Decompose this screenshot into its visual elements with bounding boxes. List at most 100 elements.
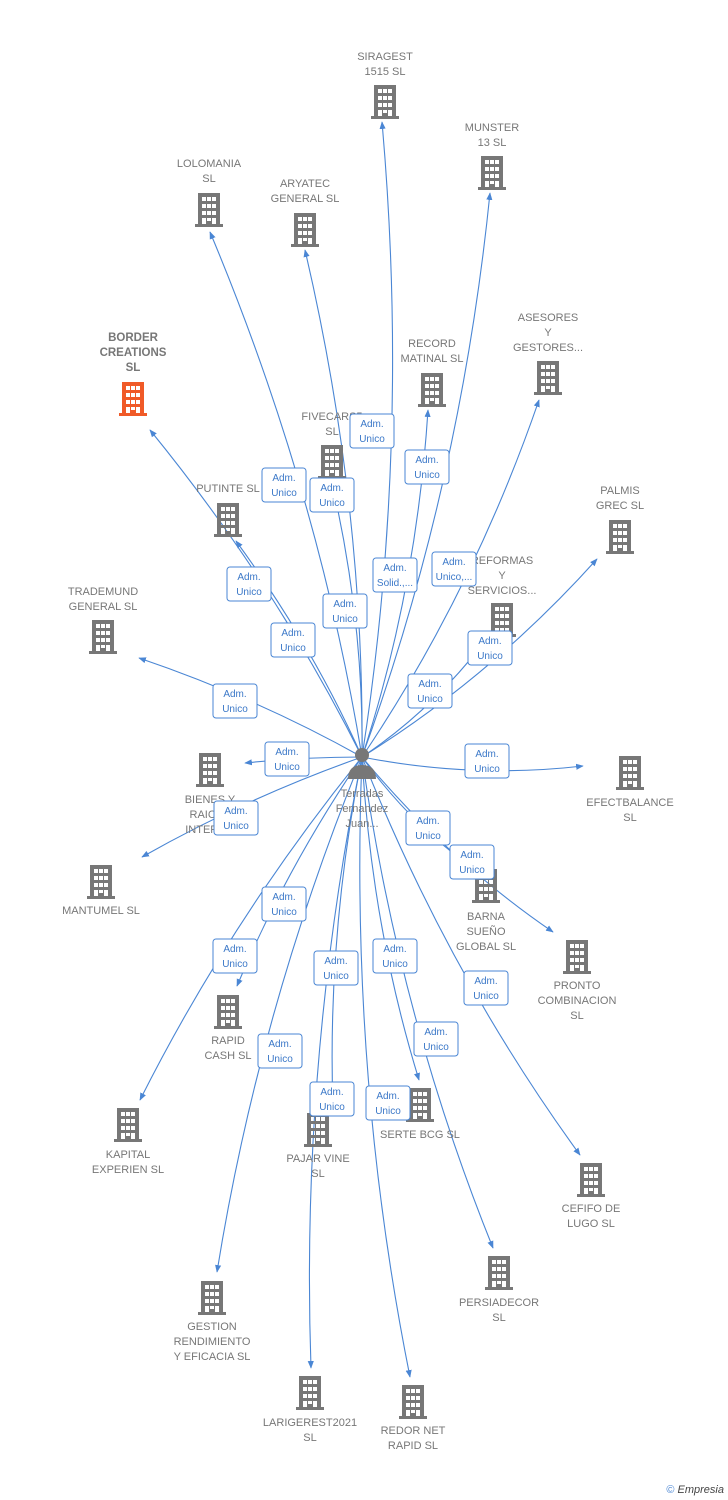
edge-label-serte[interactable]: Adm.Unico <box>372 938 418 974</box>
company-label: TRADEMUND <box>68 586 138 598</box>
edge-label-barna[interactable]: Adm. Unico <box>405 810 451 846</box>
edge-label-box <box>407 673 453 709</box>
edge-label-cefifo[interactable]: Adm.Unico <box>463 970 509 1006</box>
edge-label-text: Adm. <box>376 1091 399 1102</box>
company-label: SERTE BCG SL <box>380 1129 460 1141</box>
edge-label-lolomania[interactable]: Adm.Unico <box>261 467 307 503</box>
edge-label-putinte[interactable]: Adm.Unico <box>270 622 316 658</box>
building-icon <box>616 756 644 790</box>
edge-label-text: Unico <box>323 971 349 982</box>
edge-label-text: Unico <box>280 643 306 654</box>
brand-logo[interactable]: Empresia <box>677 1484 724 1496</box>
edge-label-fivecars[interactable]: Adm.Unico <box>309 477 355 513</box>
edge-label-text: Solid.,... <box>377 578 413 589</box>
edge-label-palmis[interactable]: Adm.Unico <box>407 673 453 709</box>
edge-label-persiadecor[interactable]: Adm.Unico <box>413 1021 459 1057</box>
edge-label-gestion[interactable]: Adm.Unico <box>257 1033 303 1069</box>
building-icon <box>291 213 319 247</box>
company-label: GLOBAL SL <box>456 941 516 953</box>
edge-label-bienes[interactable]: Adm.Unico <box>264 741 310 777</box>
company-label: GESTORES... <box>513 342 583 354</box>
building-icon <box>195 193 223 227</box>
edge-label-text: Unico <box>415 831 441 842</box>
edge-label-kapital[interactable]: Adm.Unico <box>212 938 258 974</box>
edge-label-text: Unico <box>319 1102 345 1113</box>
company-node-trademund[interactable]: TRADEMUND GENERAL SL <box>68 586 138 654</box>
company-node-asesores[interactable]: ASESORESYGESTORES... <box>513 312 583 395</box>
edge-label-text: Adm. <box>475 749 498 760</box>
edge-label-box <box>413 1021 459 1057</box>
edge-label-mantumel[interactable]: Adm.Unico <box>213 800 259 836</box>
edge-label-asesores[interactable]: Adm.Unico,... <box>431 551 477 587</box>
edge-label-box <box>226 566 272 602</box>
edge-label-siragest[interactable]: Adm.Unico <box>349 413 395 449</box>
edge-label-rapid[interactable]: Adm.Unico <box>261 886 307 922</box>
edge-label-text: Adm. <box>416 816 439 827</box>
edge-label-box <box>264 741 310 777</box>
edge-line-redor <box>359 756 412 1378</box>
company-node-serte[interactable]: SERTE BCG SL <box>380 1088 460 1141</box>
edge-label-aryatec[interactable]: Adm.Unico <box>322 593 368 629</box>
edge-label-pajar[interactable]: Adm.Unico <box>313 950 359 986</box>
edge-label-border[interactable]: Adm.Unico <box>226 566 272 602</box>
building-icon <box>418 373 446 407</box>
building-icon <box>196 753 224 787</box>
copyright-icon: © <box>666 1484 675 1496</box>
edge-label-pronto[interactable]: Adm.Unico <box>449 844 495 880</box>
edge-label-box <box>261 886 307 922</box>
edge-label-larigerest[interactable]: Adm. Unico <box>309 1081 355 1117</box>
company-label: GENERAL SL <box>69 601 138 613</box>
edge-label-munster[interactable]: Adm.Solid.,... <box>372 557 418 593</box>
edge-label-text: Adm. <box>237 572 260 583</box>
edge-label-box <box>404 449 450 485</box>
edge-label-trademund[interactable]: Adm.Unico <box>212 683 258 719</box>
company-label: PERSIADECOR <box>459 1297 539 1309</box>
edge-label-text: Unico <box>423 1042 449 1053</box>
company-label: MATINAL SL <box>401 353 464 365</box>
edges-layer <box>138 121 598 1378</box>
building-icon <box>214 503 242 537</box>
edge-line-gestion <box>215 756 363 1273</box>
company-label: PRONTO <box>554 980 601 992</box>
edge-label-text: Adm. <box>415 455 438 466</box>
edge-label-efectbalance[interactable]: Adm.Unico <box>464 743 510 779</box>
company-label: FIVECARS5 <box>301 411 362 423</box>
edge-label-text: Adm. <box>460 850 483 861</box>
edge-label-text: Unico <box>332 614 358 625</box>
company-label: SL <box>311 1168 324 1180</box>
edge-label-box <box>463 970 509 1006</box>
edge-label-text: Unico <box>359 434 385 445</box>
edge-label-text: Adm. <box>320 1087 343 1098</box>
company-node-putinte[interactable]: PUTINTE SL <box>196 483 260 537</box>
company-node-mantumel[interactable]: MANTUMEL SL <box>62 865 140 917</box>
person-node[interactable]: TerradasFernandezJuan... <box>336 748 389 830</box>
building-icon <box>119 382 147 416</box>
edge-label-reformas[interactable]: Adm.Unico <box>467 630 513 666</box>
company-node-reformas[interactable]: REFORMASYSERVICIOS... <box>468 555 537 637</box>
building-icon <box>304 1113 332 1147</box>
company-label: SL <box>570 1010 583 1022</box>
edge-label-record[interactable]: Adm.Unico <box>404 449 450 485</box>
company-label: PALMIS <box>600 485 640 497</box>
edge-label-redor[interactable]: Adm.Unico <box>365 1085 411 1121</box>
